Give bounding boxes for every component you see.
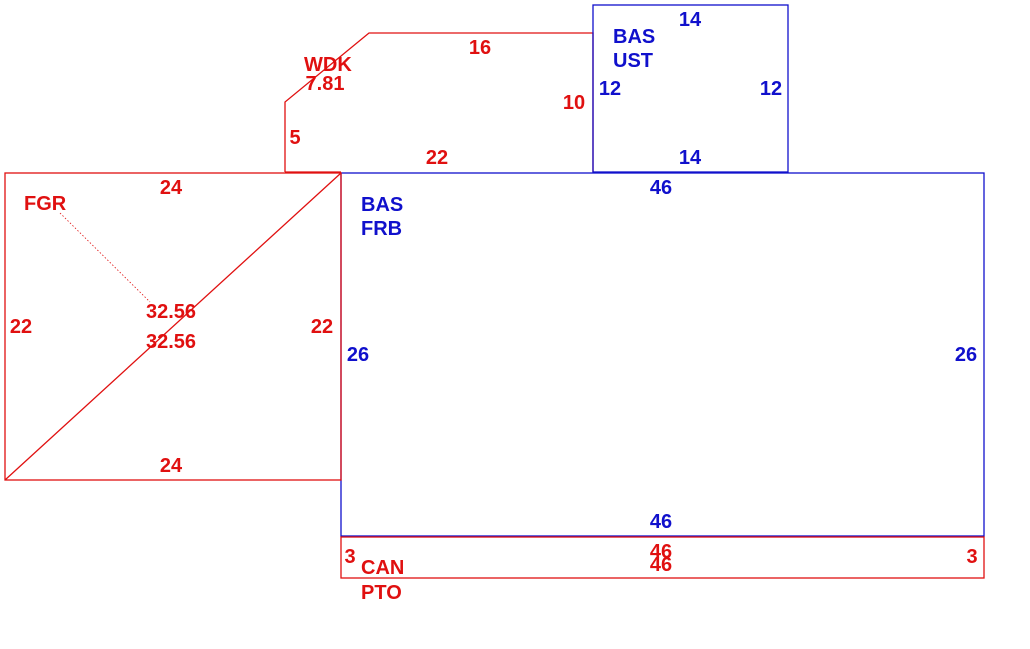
fgr-diagonal — [4, 172, 342, 481]
fgr-label-leader — [59, 212, 151, 303]
bas-frb-outline — [340, 172, 985, 537]
bas-ust-code-line2: UST — [613, 50, 653, 72]
bas-frb-code-line2: FRB — [361, 218, 402, 240]
bas-ust-dim-left: 12 — [599, 78, 621, 100]
fgr-dim-right: 22 — [311, 316, 333, 338]
fgr-dim-left: 22 — [10, 316, 32, 338]
fgr-dim-diagonal-upper: 32.56 — [146, 301, 196, 323]
wdk-dim-bottom: 22 — [426, 147, 448, 169]
can-pto-code-line2: PTO — [361, 582, 402, 604]
bas-frb-dim-right: 26 — [955, 344, 977, 366]
bas-ust-dim-top: 14 — [679, 9, 702, 31]
can-pto-outline — [340, 536, 985, 579]
area-wdk: WDK 7.81 16 5 10 22 — [284, 32, 594, 173]
bas-frb-dim-left: 26 — [347, 344, 369, 366]
fgr-dim-top: 24 — [160, 177, 183, 199]
can-pto-dim-right: 3 — [966, 546, 977, 568]
bas-ust-dim-right: 12 — [760, 78, 782, 100]
area-fgr: FGR 24 24 22 22 32.56 32.56 — [4, 172, 342, 481]
wdk-dim-right: 10 — [563, 92, 585, 114]
fgr-dim-diagonal-lower: 32.56 — [146, 331, 196, 353]
fgr-code: FGR — [24, 193, 67, 215]
bas-frb-dim-bottom: 46 — [650, 511, 672, 533]
area-bas-frb: BAS FRB 46 46 26 26 — [340, 172, 985, 537]
can-pto-dim-left: 3 — [344, 546, 355, 568]
wdk-dim-top: 16 — [469, 37, 491, 59]
wdk-code: WDK — [304, 54, 352, 76]
bas-frb-code-line1: BAS — [361, 194, 403, 216]
can-pto-code-line1: CAN — [361, 557, 404, 579]
fgr-outline — [4, 172, 342, 481]
fgr-dim-bottom: 24 — [160, 455, 183, 477]
bas-ust-dim-bottom: 14 — [679, 147, 702, 169]
bas-ust-outline — [592, 4, 789, 173]
area-can-pto: CAN PTO 46 46 3 3 — [340, 536, 985, 604]
area-bas-ust: BAS UST 14 14 12 12 — [592, 4, 789, 173]
can-pto-dim-bottom: 46 — [650, 554, 672, 576]
bas-ust-code-line1: BAS — [613, 26, 655, 48]
wdk-dim-left: 5 — [289, 127, 300, 149]
wdk-dim-diagonal: 7.81 — [306, 73, 345, 95]
bas-frb-dim-top: 46 — [650, 177, 672, 199]
can-pto-dim-top: 46 — [650, 541, 672, 563]
